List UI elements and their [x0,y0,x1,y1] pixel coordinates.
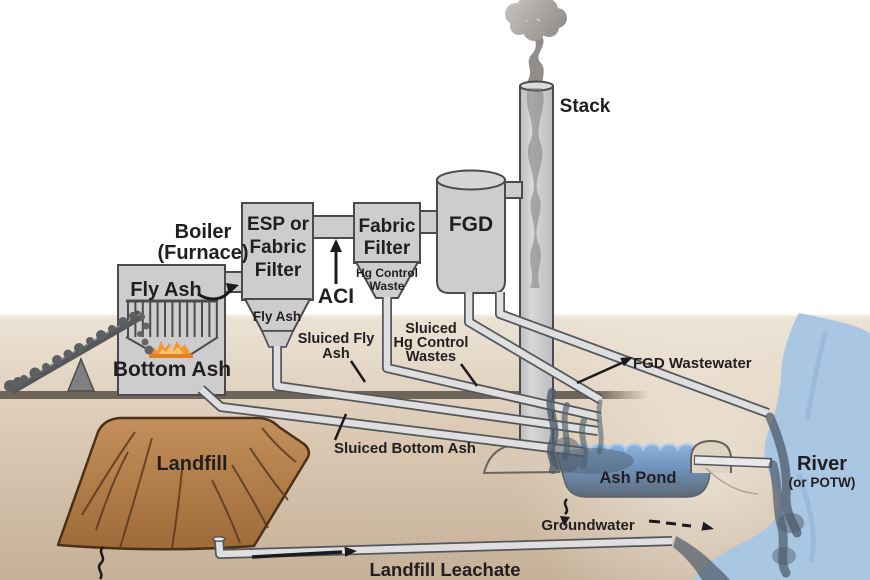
esp-label-line3: Filter [255,260,302,281]
fgd-wastewater-arrow [576,359,627,385]
groundwater-label: Groundwater [541,517,635,534]
sluiced-hg-label-line2: Hg Control [394,335,469,351]
stack [519,80,554,455]
leachate-seep-squiggle [97,546,105,580]
flame-icon [149,341,193,358]
groundwater-arrowhead [701,521,714,531]
fabric-filter [353,202,421,299]
fabric-filter-label-line2: Filter [364,238,411,259]
sluiced-fly-ash-pipe [272,346,599,436]
river-label-line2: (or POTW) [789,475,856,490]
sluiced-bottom-ash-pipe [197,385,585,457]
leachate-outfall-plume [673,536,730,580]
river-label-line1: River [797,453,847,475]
sluiced-fly-ash-label-line1: Sluiced Fly [298,331,375,347]
esp-label-line1: ESP or [247,214,310,235]
bottom-ash-label: Bottom Ash [113,358,231,381]
fgd-wastewater-pipe-to-pond [464,292,604,405]
annotation-arrows [197,239,714,559]
hg-hopper-label-line2: Waste [370,279,405,293]
fgd-wastewater-pipe-to-river [495,292,770,418]
sluiced-hg-label-line1: Sluiced [405,321,457,337]
leachate-flow-arrow [251,550,343,559]
discharge-plumes [546,388,804,580]
ash-pond [554,439,773,498]
landfill-leachate-label: Landfill Leachate [369,559,520,580]
fly-ash-boiler-label: Fly Ash [130,279,202,301]
smoke-icon [505,0,567,88]
coal-conveyor-icon [4,312,142,395]
groundwater-seep-squiggle [563,498,569,515]
fly-ash-arrow [197,289,232,301]
boiler-label-line2: (Furnace) [157,242,248,264]
esp-or-fabric-filter [241,202,314,348]
pond-outlet-pipe [693,455,773,468]
sluiced-hg-leader [459,363,479,387]
sluiced-hg-waste-pipe [382,297,602,422]
sluiced-hg-label-line3: Wastes [406,349,456,365]
groundwater-flow-dashes [648,519,692,528]
sluiced-bottom-ash-leader [333,413,348,441]
landfill-leachate-pipe [212,536,673,559]
duct-esp-fabricfilter [309,215,357,239]
sluiced-fly-ash-leader [349,360,367,383]
labels: Boiler (Furnace) Fly Ash Bottom Ash ESP … [113,96,855,580]
landfill-mound [56,416,311,580]
fgd-scrubber [436,169,506,294]
coal-lumps [4,312,137,392]
smoke-inside-stack [526,88,544,288]
fgd-label: FGD [449,213,493,236]
berm-toe-line [705,467,759,495]
fgd-wastewater-label: FGD Wastewater [633,355,752,372]
aci-label: ACI [318,285,354,308]
ash-pond-label: Ash Pond [600,469,677,487]
sluiced-bottom-ash-label: Sluiced Bottom Ash [334,440,476,457]
esp-hopper-label: Fly Ash [253,309,301,324]
stack-label: Stack [560,96,611,117]
sluice-pipes [197,292,770,559]
sluiced-fly-ash-label-line2: Ash [322,346,349,362]
boiler [117,264,226,396]
landfill-label: Landfill [156,453,227,475]
boiler-label-line1: Boiler [175,221,232,243]
pond-outfall-plume [768,460,791,578]
landfill-ridges [81,427,297,549]
esp-label-line2: Fabric [249,237,306,258]
fabric-filter-label-line1: Fabric [358,216,415,237]
hg-hopper-label-line1: Hg Control [356,266,418,280]
